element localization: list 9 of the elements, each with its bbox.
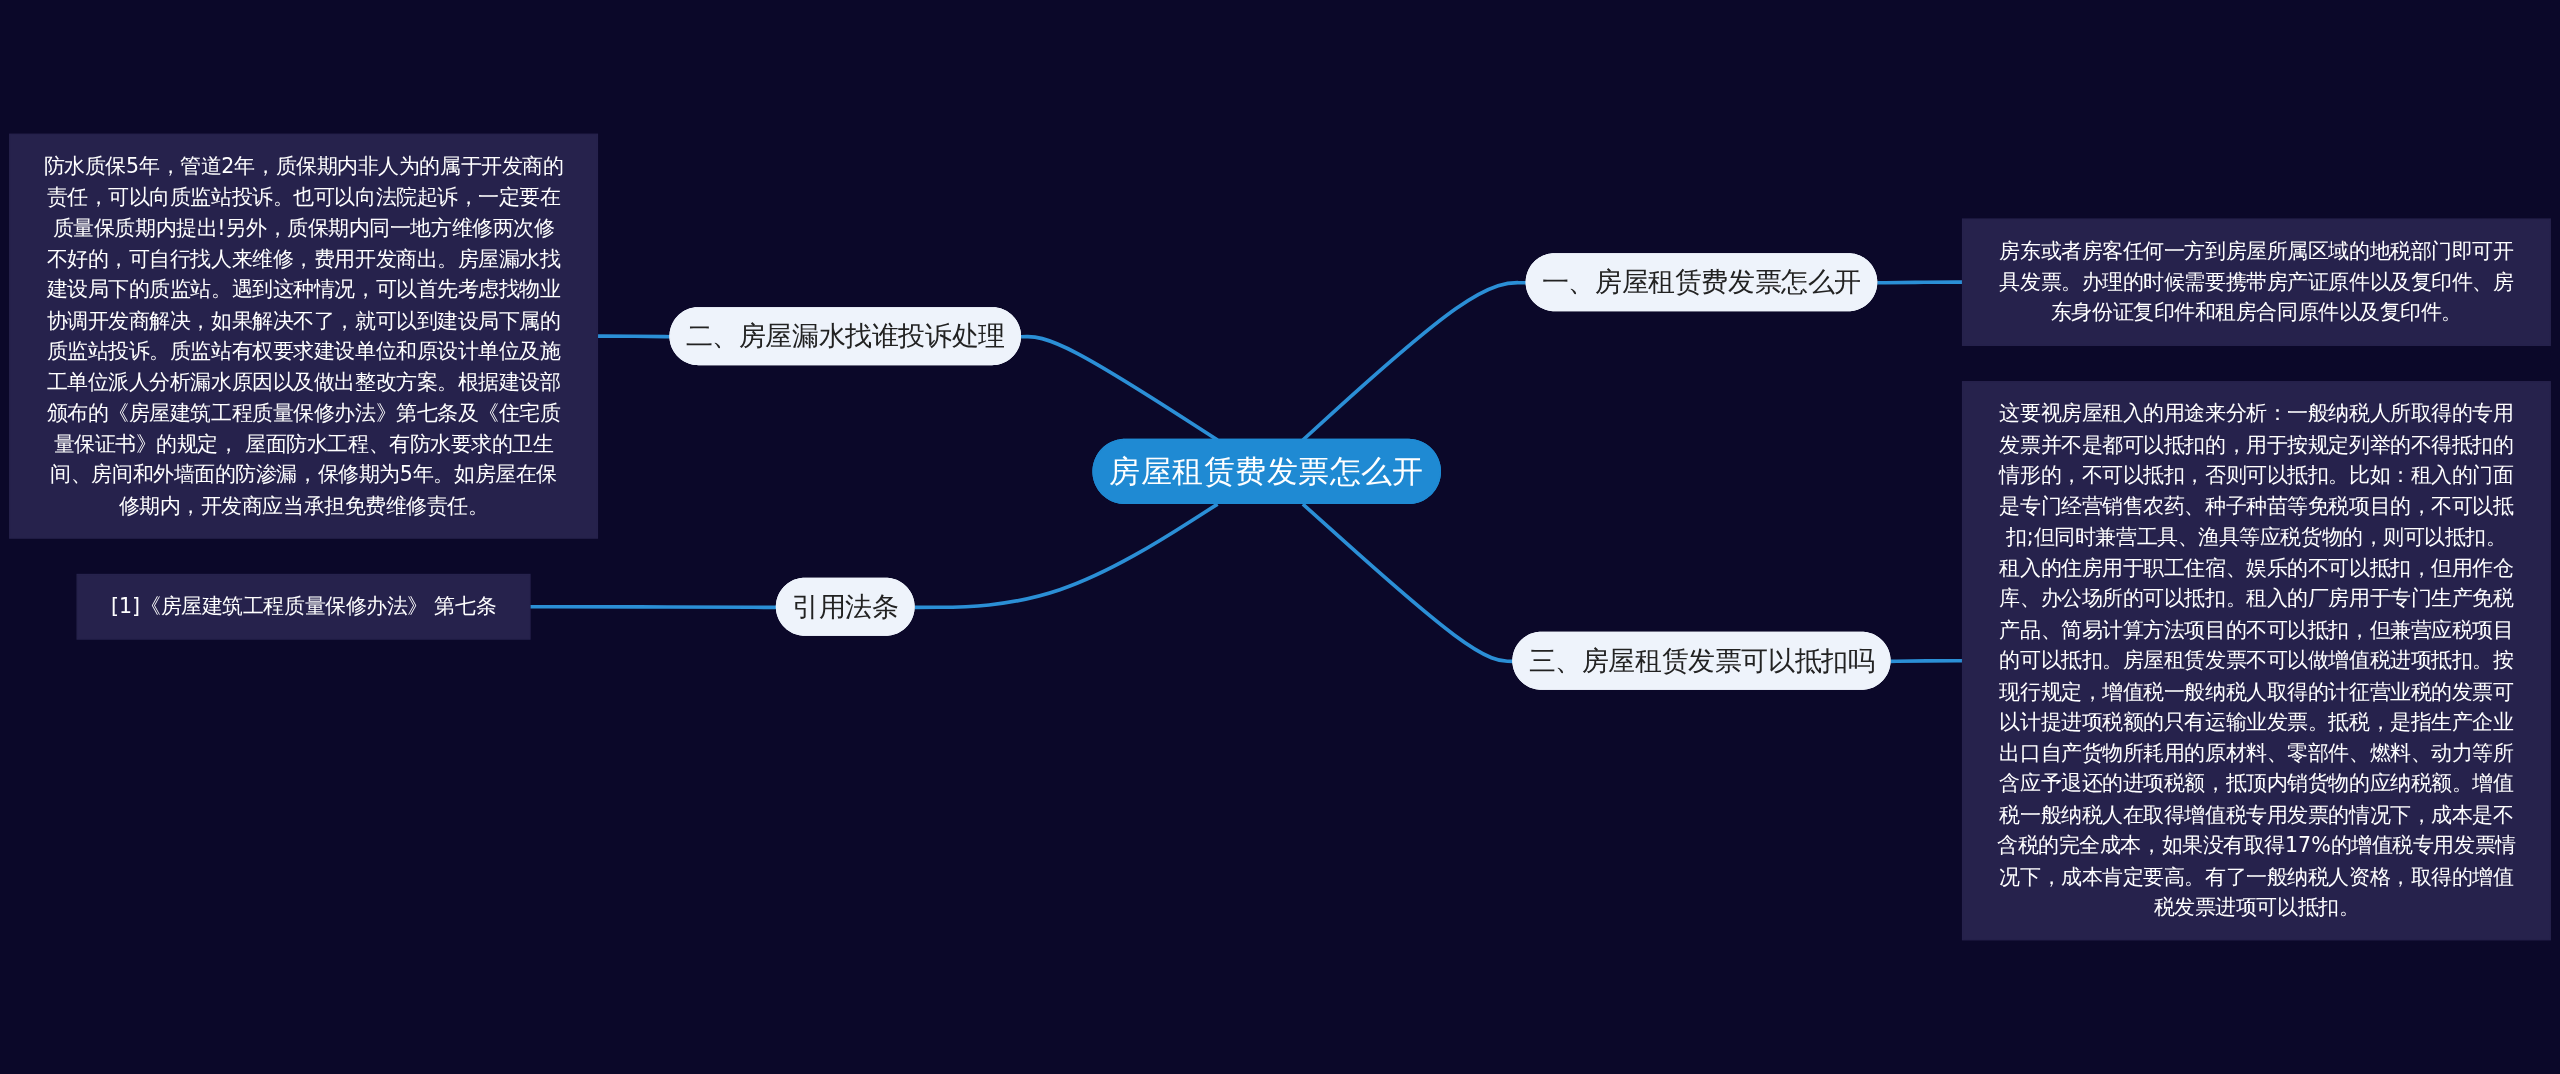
connector bbox=[1301, 502, 1514, 664]
connector bbox=[914, 502, 1219, 610]
connector bbox=[597, 334, 671, 339]
node-box: 防水质保5年，管道2年，质保期内非人为的属于开发商的责任，可以向质监站投诉。也可以向法院起诉，一定要在质量保质期内提出!另外，质保期内同一地方维修两次修不好的，可自行找人来维修，费用开发商出。房屋漏水找建设局下的质监站。遇到这种情况，可以首先考虑找物业协调开发商解决，如果解决不了，就可以到建设局下属的质监站投诉。质监站有权要求建设单位和原设计单位及施工单位派人分析漏水原因以及做出整改方案。根据建设部颁布的《房屋建筑工程质量保修办法》第七条及《住宅质量保证书》的规定， 屋面防水工程、有防水要求的卫生间、房间和外墙面的防渗漏，保修期为5年。如房屋在保修期内，开发商应当承担免费维修责任。 bbox=[9, 133, 599, 539]
connector bbox=[1877, 280, 1963, 285]
node-box: 房东或者房客任何一方到房屋所属区域的地税部门即可开具发票。办理的时候需要携带房产证原件以及复印件、房东身份证复印件和租房合同原件以及复印件。 bbox=[1961, 218, 2551, 346]
connector bbox=[1890, 658, 1963, 664]
node-box: [1]《房屋建筑工程质量保修办法》 第七条 bbox=[76, 573, 531, 640]
node-box: 这要视房屋租入的用途来分析：一般纳税人所取得的专用发票并不是都可以抵扣的，用于按规定列举的不得抵扣的情形的，不可以抵扣，否则可以抵扣。比如：租入的门面是专门经营销售农药、种子种苗等免税项目的，不可以抵扣;但同时兼营工具、渔具等应税货物的，则可以抵扣。租入的住房用于职工住宿、娱乐的不可以抵扣，但用作仓库、办公场所的可以抵扣。租入的厂房用于专门生产免税产品、简易计算方法项目的不可以抵扣，但兼营应税项目的可以抵扣。房屋租赁发票不可以做增值税进项抵扣。按现行规定，增值税一般纳税人取得的计征营业税的发票可以计提进项税额的只有运输业发票。抵税，是指生产企业出口自产货物所耗用的原材料、零部件、燃料、动力等所含应予退还的进项税额，抵顶内销货物的应纳税额。增值税一般纳税人在取得增值税专用发票的情况下，成本是不含税的完全成本，如果没有取得17%的增值税专用发票情况下，成本肯定要高。有了一般纳税人资格，取得的增值税发票进项可以抵扣。 bbox=[1961, 381, 2551, 941]
